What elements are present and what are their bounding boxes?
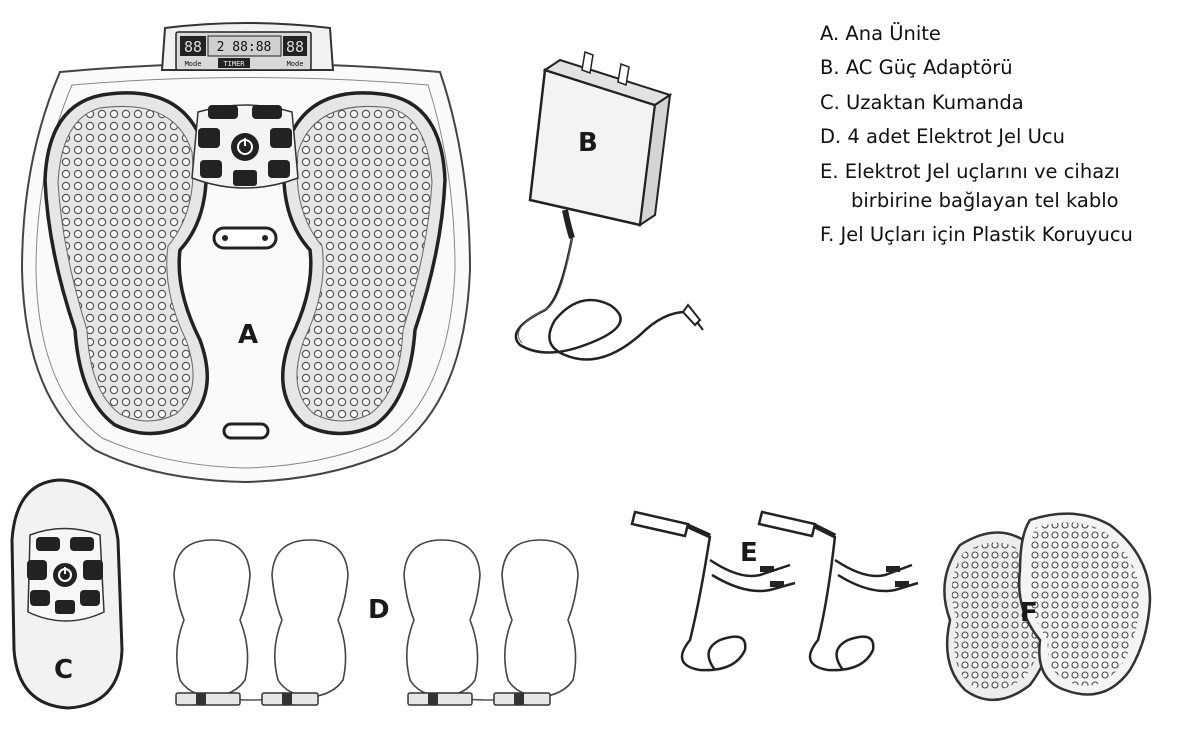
- legend-item-b: B. AC Güç Adaptörü: [820, 56, 1013, 80]
- ac-adapter: [514, 50, 704, 361]
- part-label-a: A: [238, 320, 259, 350]
- remote-timer-button[interactable]: [55, 600, 75, 614]
- part-label-c: C: [54, 655, 74, 685]
- part-label-d: D: [368, 595, 390, 625]
- remote-control: [10, 478, 124, 710]
- cable-right: [757, 510, 919, 672]
- remote-power-button[interactable]: [53, 563, 77, 587]
- electrode-pad: [271, 539, 349, 698]
- lcd-right-caption: Mode: [287, 60, 304, 68]
- mode-minus-button[interactable]: [208, 105, 238, 119]
- time-plus-button[interactable]: [268, 160, 290, 178]
- electrode-pad-leads: [175, 692, 551, 706]
- parts-legend: A. Ana Ünite B. AC Güç Adaptörü C. Uzakt…: [820, 22, 1190, 258]
- legend-item-a: A. Ana Ünite: [820, 22, 941, 45]
- remote-intensity-plus-button[interactable]: [83, 560, 103, 580]
- electrode-pad: [501, 539, 579, 698]
- lcd-left-caption: Mode: [185, 60, 202, 68]
- part-label-f: F: [1020, 598, 1038, 628]
- power-port: [222, 422, 270, 440]
- remote-mode-plus-button[interactable]: [70, 537, 94, 551]
- electrode-pad: [173, 539, 251, 698]
- timer-button[interactable]: [233, 170, 257, 186]
- lcd-time: 2 88:88: [217, 40, 272, 55]
- legend-item-e-continuation: birbirine bağlayan tel kablo: [851, 188, 1119, 212]
- intensity-plus-button[interactable]: [270, 128, 292, 148]
- electrode-pads: [173, 539, 579, 698]
- lcd-center-caption: TIMER: [223, 60, 245, 68]
- cable-port: [212, 226, 278, 250]
- remote-time-plus-button[interactable]: [80, 590, 100, 606]
- remote-time-minus-button[interactable]: [30, 590, 50, 606]
- part-label-e: E: [740, 538, 758, 568]
- power-button[interactable]: [231, 133, 259, 161]
- lcd-left-digits: 88: [184, 38, 202, 56]
- time-minus-button[interactable]: [200, 160, 222, 178]
- legend-item-f: F. Jel Uçları için Plastik Koruyucu: [820, 223, 1133, 247]
- main-unit: 88 2 88:88 88 Mode TIMER Mode: [20, 22, 472, 484]
- legend-item-e: E. Elektrot Jel uçlarını ve cihazı birbi…: [820, 160, 1190, 213]
- intensity-minus-button[interactable]: [198, 128, 220, 148]
- legend-item-d: D. 4 adet Elektrot Jel Ucu: [820, 125, 1065, 149]
- legend-item-e-text: E. Elektrot Jel uçlarını ve cihazı: [820, 159, 1120, 183]
- remote-mode-minus-button[interactable]: [36, 537, 60, 551]
- remote-intensity-minus-button[interactable]: [27, 560, 47, 580]
- legend-item-c: C. Uzaktan Kumanda: [820, 90, 1024, 114]
- electrode-cables: [630, 510, 919, 672]
- cable-left: [630, 510, 796, 672]
- mode-plus-button[interactable]: [252, 105, 282, 119]
- part-label-b: B: [578, 128, 598, 158]
- lcd-right-digits: 88: [286, 38, 304, 56]
- plastic-covers: [943, 512, 1152, 702]
- electrode-pad: [403, 539, 481, 698]
